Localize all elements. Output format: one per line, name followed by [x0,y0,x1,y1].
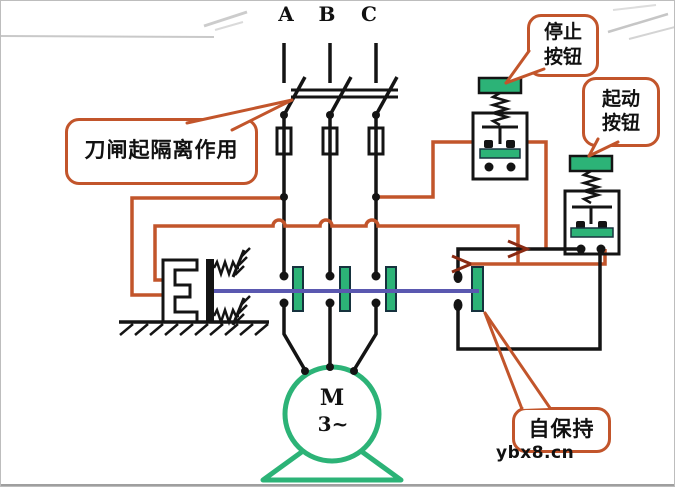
blade-c [374,76,399,116]
phase-label-b: B [318,2,336,26]
scan-artifacts [1,4,674,486]
motor-phase-label: 3~ [317,412,349,436]
callout-knife-switch: 刀闸起隔离作用 [65,118,258,185]
ground-symbol [119,320,269,336]
control-wiring-orange [130,140,607,297]
callout-knife-switch-label: 刀闸起隔离作用 [84,139,239,163]
contactor-coil [119,247,269,336]
phase-label-a: A [278,2,294,26]
fuse-c [367,126,385,156]
start-button-symbol [563,154,621,256]
knife-switch [282,43,399,116]
callout-self-hold: 自保持 [512,407,611,453]
callout-stop-line2: 按钮 [543,46,582,68]
wire-stop-to-start [526,140,548,249]
motor [260,364,404,483]
callout-stop-button: 停止 按钮 [527,14,599,77]
spring-anchor-upper [231,247,251,278]
e-core [161,258,199,324]
callout-stop-line1: 停止 [543,22,582,44]
watermark: ybx8.cn [496,443,575,463]
wire-coil-to-phase-a [130,196,284,297]
stop-button-symbol [471,76,529,181]
wire-phase-c-to-stop [376,140,473,199]
callout-start-line1: 起动 [601,88,640,110]
motor-symbol-label: M [319,385,345,411]
callout-start-button: 起动 按钮 [582,77,660,147]
callout-self-hold-label: 自保持 [528,417,595,441]
blade-b [328,76,353,116]
crossing-marks [451,239,531,274]
armature [206,259,214,323]
fuse-b [321,126,339,156]
callout-start-line2: 按钮 [601,113,640,134]
start-button-cap [568,154,614,173]
stop-spring [488,91,512,127]
start-spring [579,169,603,205]
junction-dots [279,111,606,375]
phase-label-c: C [361,2,377,26]
stop-button-cap [477,76,523,95]
